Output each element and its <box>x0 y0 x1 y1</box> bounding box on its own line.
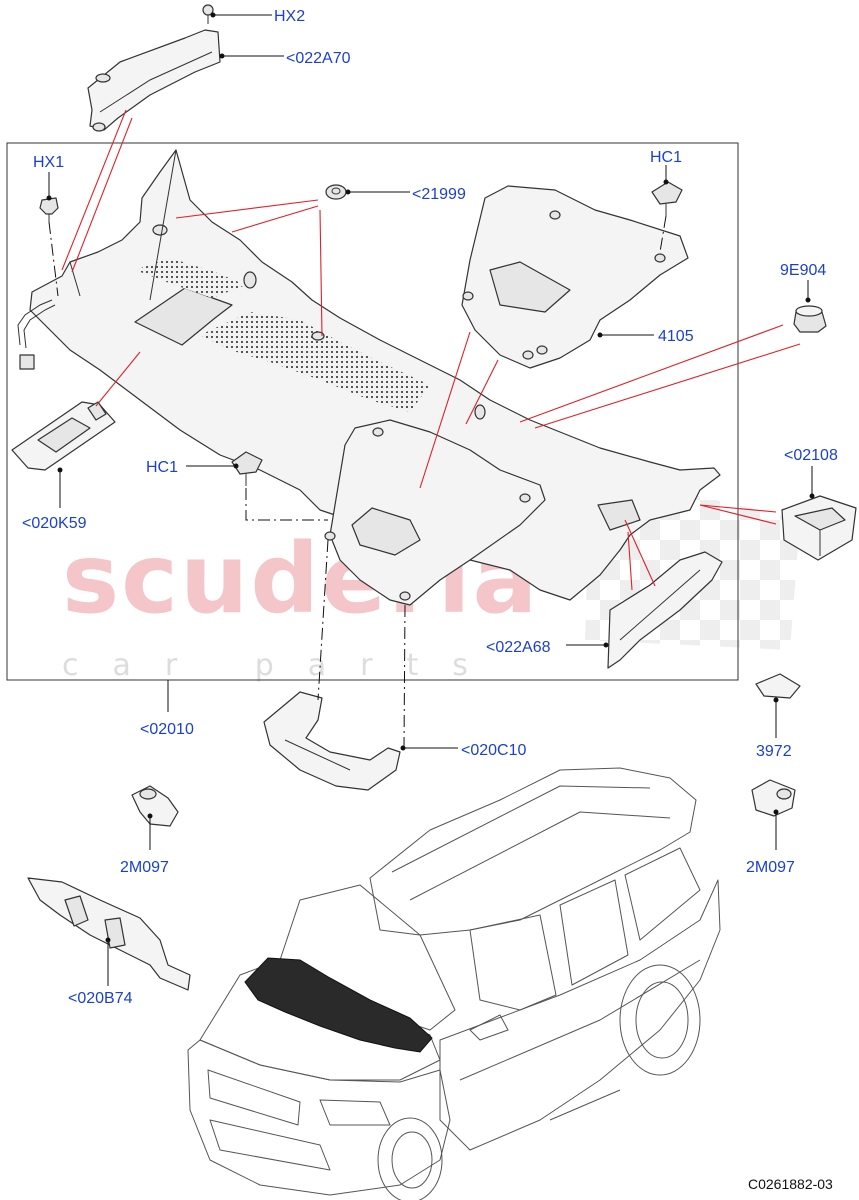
label-21999: <21999 <box>412 186 466 203</box>
label-hc1-top: HC1 <box>650 149 682 166</box>
grommet-21999 <box>325 184 347 200</box>
part-020k59 <box>11 401 116 471</box>
part-center-cover <box>324 419 546 606</box>
red-leaders <box>61 109 801 591</box>
watermark-tagline: car parts <box>62 648 502 683</box>
part-2m097-right <box>751 779 796 817</box>
label-3972: 3972 <box>756 743 792 760</box>
black-leaders <box>46 12 815 986</box>
label-020k59: <020K59 <box>22 515 87 532</box>
label-020b74: <020B74 <box>68 990 133 1007</box>
screw-hx2 <box>202 4 214 24</box>
part-022a70-duct <box>87 29 221 132</box>
part-020c10 <box>263 691 401 791</box>
clip-hc1-mid <box>231 451 263 486</box>
assembly-frame <box>6 142 739 681</box>
part-3972 <box>755 673 801 699</box>
highlighted-cowl-area <box>244 957 433 1053</box>
label-hc1-mid: HC1 <box>146 459 178 476</box>
dashed-assembly-lines <box>48 215 667 749</box>
part-022a68 <box>607 551 723 669</box>
label-022a68: <022A68 <box>486 639 551 656</box>
label-02010: <02010 <box>140 721 194 738</box>
label-022a70: <022A70 <box>286 50 351 67</box>
label-9e904: 9E904 <box>780 262 826 279</box>
label-2m097-right: 2M097 <box>746 859 795 876</box>
part-4105-cover <box>461 185 689 369</box>
label-02108: <02108 <box>784 447 838 464</box>
label-2m097-left: 2M097 <box>120 859 169 876</box>
vehicle-illustration <box>187 767 721 1200</box>
callout-labels: HX2 <022A70 HX1 <21999 HC1 9E904 4105 <0… <box>22 8 838 1007</box>
part-02010-cowl-panel <box>29 149 721 601</box>
label-4105: 4105 <box>658 328 694 345</box>
part-9e904 <box>793 305 827 333</box>
label-020c10: <020C10 <box>461 742 526 759</box>
label-hx1: HX1 <box>33 154 64 171</box>
screw-hx1 <box>39 197 59 222</box>
part-02108 <box>781 495 857 561</box>
clip-hc1-top <box>651 181 683 216</box>
wiring-harness <box>17 299 56 370</box>
label-hx2: HX2 <box>274 8 305 25</box>
part-2m097-left <box>131 785 179 827</box>
drawing-reference: C0261882-03 <box>748 1176 833 1192</box>
part-020b74 <box>27 877 191 991</box>
